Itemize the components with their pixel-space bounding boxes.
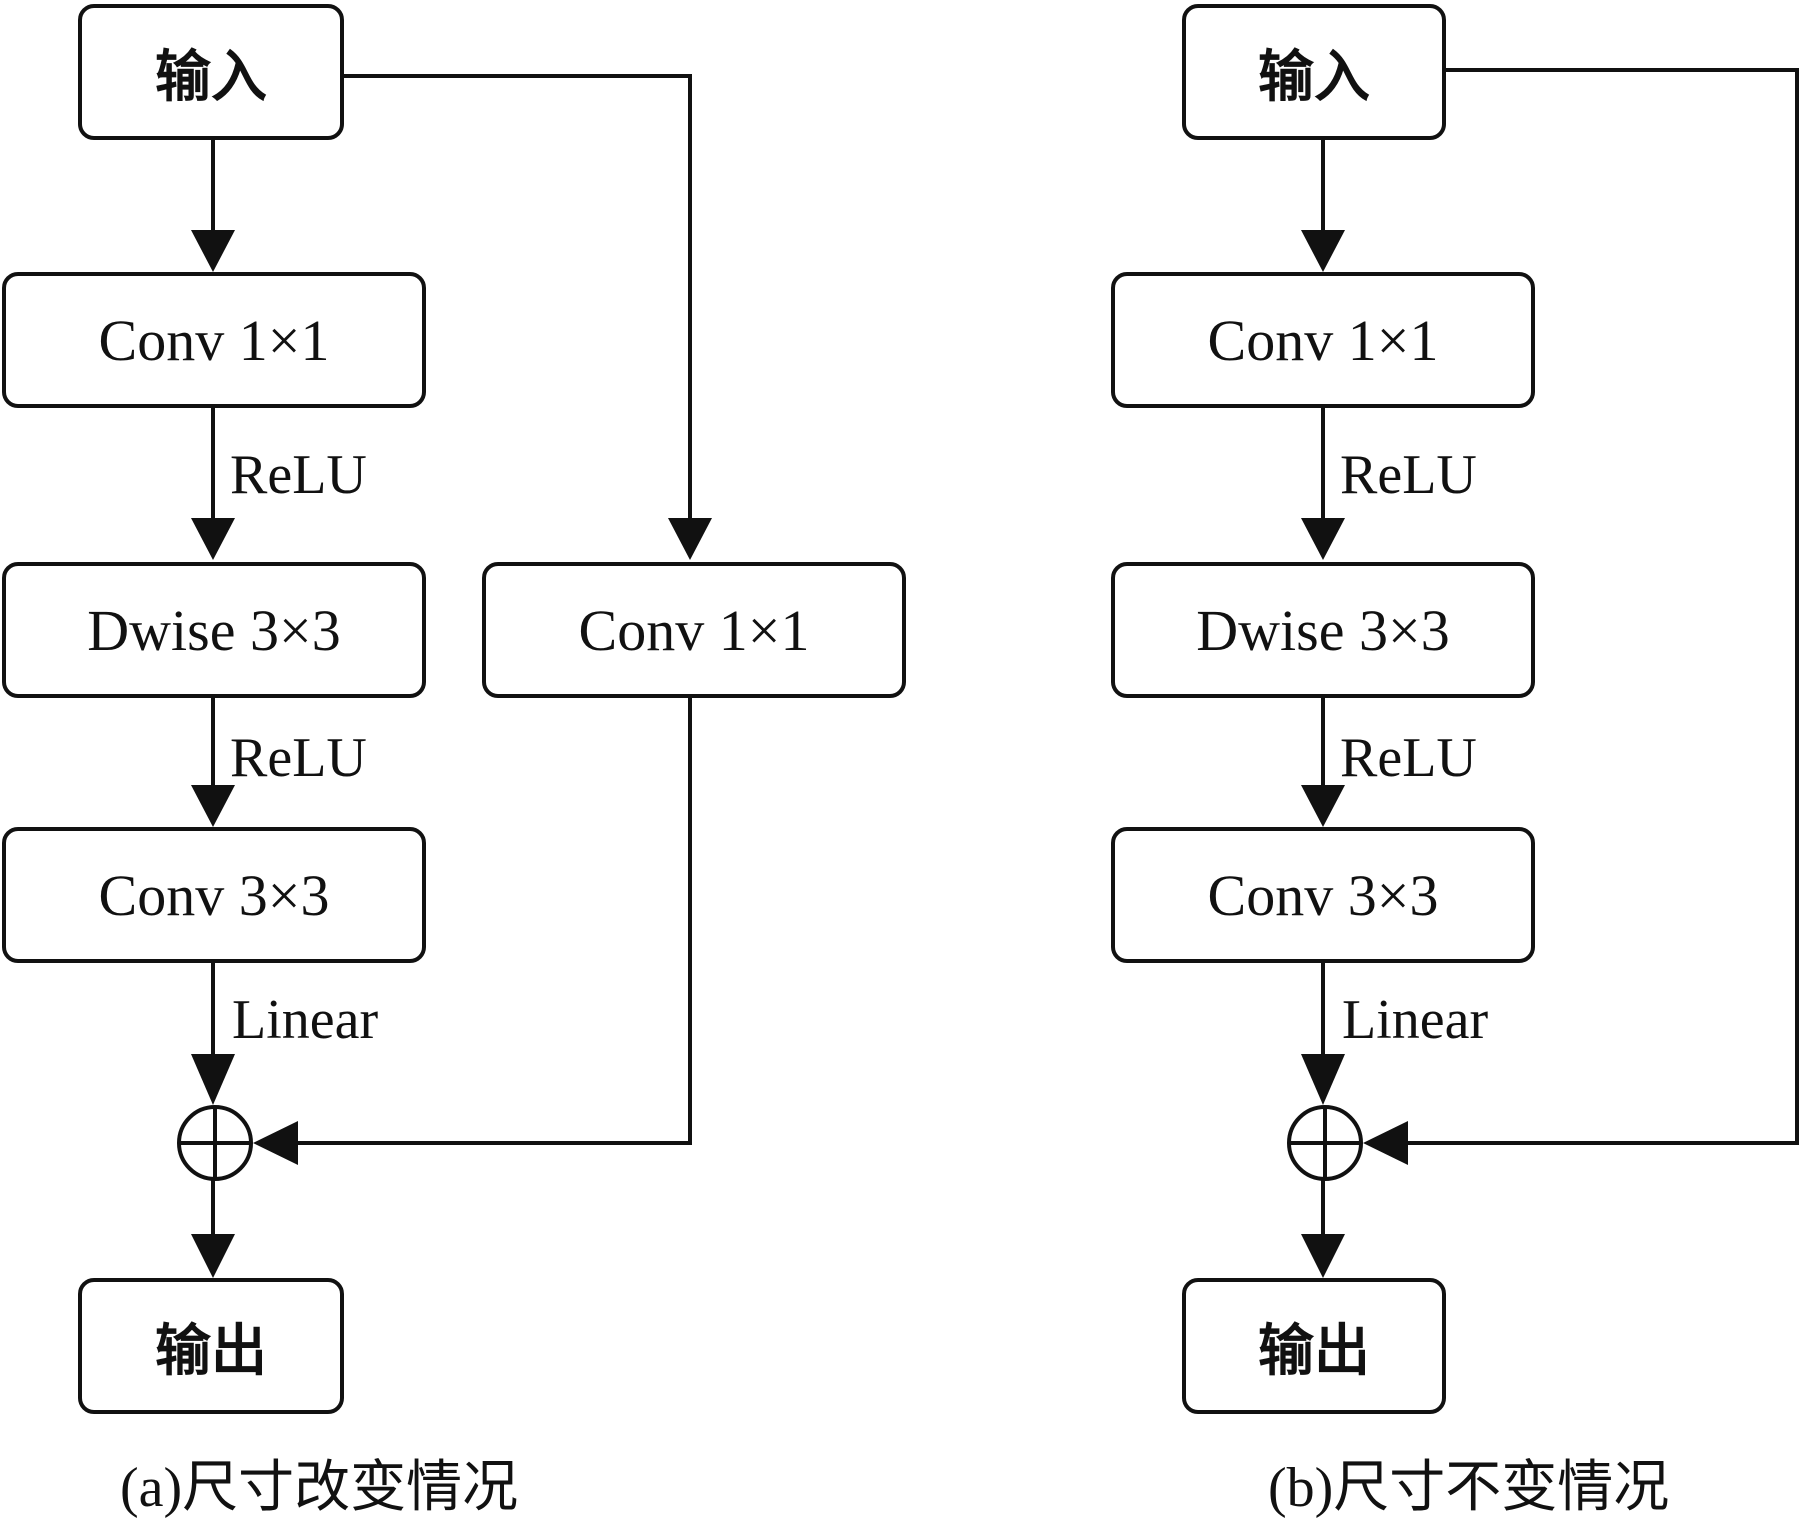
arrowhead (1363, 1121, 1408, 1165)
left-conv1x1-box: Conv 1×1 (2, 272, 426, 408)
arrowhead (1301, 785, 1345, 827)
arrowhead (668, 518, 712, 560)
left-relu2-label: ReLU (230, 727, 367, 789)
left-output-box: 输出 (78, 1278, 344, 1414)
right-conv3x3-box: Conv 3×3 (1111, 827, 1535, 963)
arrowhead (1301, 1234, 1345, 1278)
arrowhead (1301, 230, 1345, 272)
arrowhead (191, 1054, 235, 1105)
right-dwise-box: Dwise 3×3 (1111, 562, 1535, 698)
left-dwise-box: Dwise 3×3 (2, 562, 426, 698)
right-input-box: 输入 (1182, 4, 1446, 140)
arrowhead (191, 518, 235, 560)
left-input-box: 输入 (78, 4, 344, 140)
left-edge-shortcut-add (285, 698, 692, 1145)
right-caption: (b)尺寸不变情况 (1268, 1457, 1670, 1519)
right-conv1x1-box: Conv 1×1 (1111, 272, 1535, 408)
right-edge-input-skip (1395, 68, 1799, 1145)
arrowhead (1301, 1054, 1345, 1105)
right-relu2-label: ReLU (1340, 727, 1477, 789)
left-caption: (a)尺寸改变情况 (120, 1457, 519, 1519)
right-output-box: 输出 (1182, 1278, 1446, 1414)
arrowhead (253, 1121, 298, 1165)
left-relu1-label: ReLU (230, 444, 367, 506)
arrowhead (1301, 518, 1345, 560)
left-conv3x3-box: Conv 3×3 (2, 827, 426, 963)
arrowhead (191, 1234, 235, 1278)
left-linear-label: Linear (232, 989, 379, 1051)
right-relu1-label: ReLU (1340, 444, 1477, 506)
right-linear-label: Linear (1342, 989, 1489, 1051)
left-edge-input-shortcut (344, 74, 692, 525)
left-shortcut-conv-box: Conv 1×1 (482, 562, 906, 698)
arrowhead (191, 230, 235, 272)
arrowhead (191, 785, 235, 827)
